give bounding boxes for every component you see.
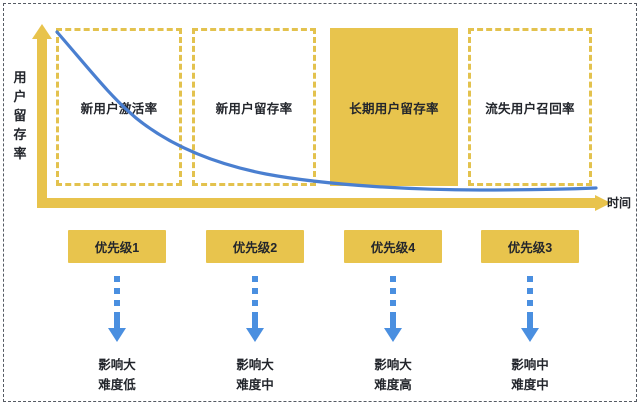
outcome-2: 影响大 难度中	[206, 355, 304, 395]
arrow-head	[521, 328, 539, 342]
priority-box-3[interactable]: 优先级4	[344, 230, 442, 263]
arrow-dot	[114, 300, 120, 306]
arrow-dot	[390, 288, 396, 294]
arrow-dot	[527, 288, 533, 294]
stage-box-new-user-activation: 新用户激活率	[56, 28, 182, 186]
arrow-dot	[252, 300, 258, 306]
outcome-difficulty: 难度中	[511, 378, 549, 392]
x-axis-line	[37, 198, 599, 208]
priority-label: 优先级4	[370, 241, 416, 255]
priority-box-2[interactable]: 优先级2	[206, 230, 304, 263]
stage-box-longterm-user-retention: 长期用户留存率	[330, 28, 458, 186]
outcome-impact: 影响大	[236, 358, 274, 372]
outcome-3: 影响大 难度高	[344, 355, 442, 395]
y-axis-label-char-1: 户	[13, 89, 27, 104]
priority-label: 优先级1	[94, 241, 140, 255]
stage-label: 流失用户召回率	[485, 101, 575, 116]
arrow-shaft	[252, 312, 258, 328]
arrow-head	[108, 328, 126, 342]
arrow-head	[246, 328, 264, 342]
arrow-down-icon-1	[68, 276, 166, 342]
y-axis-arrowhead-icon	[32, 24, 52, 39]
stage-box-new-user-retention: 新用户留存率	[192, 28, 316, 186]
arrow-dot	[252, 288, 258, 294]
arrow-dot	[527, 276, 533, 282]
arrow-shaft	[114, 312, 120, 328]
stage-label: 新用户激活率	[80, 101, 158, 116]
y-axis-line	[37, 37, 47, 208]
arrow-dot	[114, 276, 120, 282]
outcome-impact: 影响中	[511, 358, 549, 372]
y-axis-label-char-0: 用	[13, 70, 27, 85]
arrow-dot	[252, 276, 258, 282]
outcome-4: 影响中 难度中	[481, 355, 579, 395]
outcome-difficulty: 难度高	[374, 378, 412, 392]
priority-box-4[interactable]: 优先级3	[481, 230, 579, 263]
priority-box-1[interactable]: 优先级1	[68, 230, 166, 263]
arrow-dot	[527, 300, 533, 306]
arrow-shaft	[390, 312, 396, 328]
arrow-down-icon-3	[344, 276, 442, 342]
arrow-dot	[390, 276, 396, 282]
x-axis-arrowhead-icon	[595, 195, 611, 211]
y-axis-label-char-2: 留	[13, 108, 27, 123]
outcome-difficulty: 难度低	[98, 378, 136, 392]
y-axis-label-char-4: 率	[13, 146, 27, 161]
stage-label: 长期用户留存率	[349, 101, 439, 116]
outcome-difficulty: 难度中	[236, 378, 274, 392]
outcome-impact: 影响大	[98, 358, 136, 372]
stage-box-churned-user-recall: 流失用户召回率	[468, 28, 592, 186]
y-axis-label-char-3: 存	[13, 127, 27, 142]
outcome-impact: 影响大	[374, 358, 412, 372]
outcome-1: 影响大 难度低	[68, 355, 166, 395]
y-axis-label: 用 户 留 存 率	[10, 68, 30, 163]
arrow-dot	[390, 300, 396, 306]
stage-label: 新用户留存率	[215, 101, 293, 116]
x-axis-label: 时间	[607, 196, 632, 210]
priority-label: 优先级2	[232, 241, 278, 255]
arrow-down-icon-2	[206, 276, 304, 342]
arrow-head	[384, 328, 402, 342]
priority-label: 优先级3	[507, 241, 553, 255]
arrow-dot	[114, 288, 120, 294]
arrow-down-icon-4	[481, 276, 579, 342]
arrow-shaft	[527, 312, 533, 328]
